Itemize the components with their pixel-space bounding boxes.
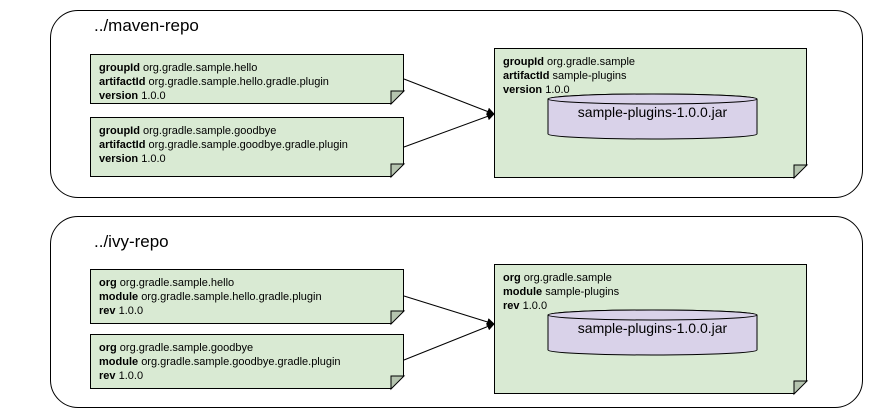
ivy-target-rev-line: rev 1.0.0	[503, 300, 548, 312]
ivy-target-org-line: org org.gradle.sample	[503, 272, 612, 284]
fold-corners	[390, 90, 809, 396]
maven-jar-cylinder: sample-plugins-1.0.0.jar	[547, 93, 758, 140]
maven-hello-artifactid-line: artifactId org.gradle.sample.hello.gradl…	[99, 76, 329, 88]
ivy-goodbye-module-line: module org.gradle.sample.goodbye.gradle.…	[99, 356, 341, 368]
ivy-jar-cylinder: sample-plugins-1.0.0.jar	[547, 309, 758, 356]
maven-target-version-line: version 1.0.0	[503, 84, 570, 96]
fold-corner-ivy-goodbye	[390, 375, 406, 391]
maven-jar-cylinder-shape	[547, 93, 758, 140]
ivy-goodbye-org-line: org org.gradle.sample.goodbye	[99, 342, 254, 354]
fold-corner-ivy-target	[793, 380, 809, 396]
maven-hello-groupid-line: groupId org.gradle.sample.hello	[99, 62, 258, 74]
fold-corner-maven-target	[793, 164, 809, 180]
ivy-target-module-line: module sample-plugins	[503, 286, 620, 298]
maven-hello-version-line: version 1.0.0	[99, 90, 166, 102]
maven-goodbye-plugin-note: groupId org.gradle.sample.goodbye artifa…	[90, 117, 404, 177]
ivy-goodbye-arrow	[403, 322, 495, 361]
maven-target-groupid-line: groupId org.gradle.sample	[503, 56, 636, 68]
maven-goodbye-arrow	[403, 112, 495, 148]
ivy-goodbye-plugin-note: org org.gradle.sample.goodbye module org…	[90, 334, 404, 389]
maven-goodbye-version-line: version 1.0.0	[99, 153, 166, 165]
ivy-sample-plugins-note: org org.gradle.sample module sample-plug…	[494, 264, 807, 394]
ivy-repo-title: ../ivy-repo	[94, 232, 169, 251]
maven-goodbye-groupid-line: groupId org.gradle.sample.goodbye	[99, 125, 277, 137]
ivy-jar-label: sample-plugins-1.0.0.jar	[577, 320, 728, 336]
fold-corner-maven-goodbye	[390, 163, 406, 179]
maven-jar-label: sample-plugins-1.0.0.jar	[577, 104, 728, 120]
ivy-hello-arrow	[403, 295, 495, 326]
fold-corner-maven-hello	[390, 90, 406, 106]
ivy-hello-module-line: module org.gradle.sample.hello.gradle.pl…	[99, 291, 322, 303]
maven-goodbye-artifactid-line: artifactId org.gradle.sample.goodbye.gra…	[99, 139, 348, 151]
ivy-hello-rev-line: rev 1.0.0	[99, 305, 144, 317]
ivy-goodbye-rev-line: rev 1.0.0	[99, 370, 144, 382]
ivy-hello-org-line: org org.gradle.sample.hello	[99, 277, 235, 289]
maven-hello-plugin-note: groupId org.gradle.sample.hello artifact…	[90, 54, 404, 104]
fold-corner-ivy-hello	[390, 310, 406, 326]
maven-repo-title: ../maven-repo	[94, 16, 199, 35]
ivy-jar-cylinder-shape	[547, 309, 758, 356]
ivy-hello-plugin-note: org org.gradle.sample.hello module org.g…	[90, 269, 404, 324]
maven-hello-arrow	[403, 78, 495, 116]
maven-target-artifactid-line: artifactId sample-plugins	[503, 70, 627, 82]
